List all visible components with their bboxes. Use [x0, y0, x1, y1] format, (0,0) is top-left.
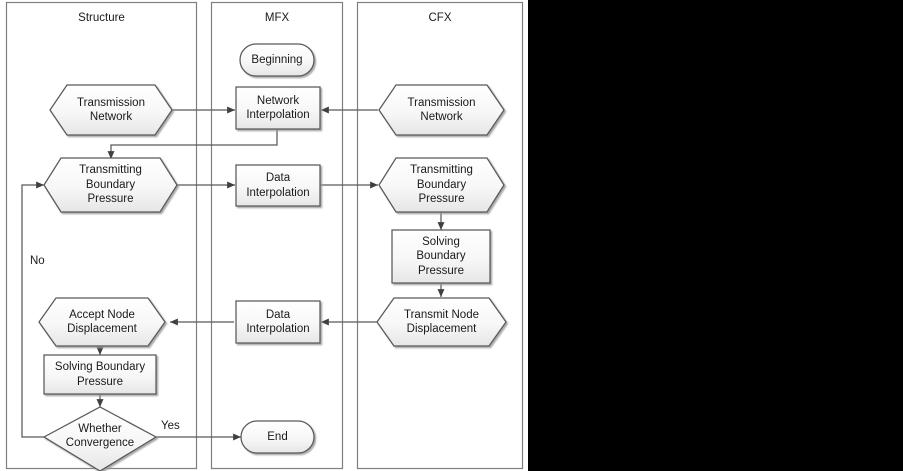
node-struct-solving-boundary-pressure[interactable]: [43, 354, 157, 395]
node-struct-transmission-network[interactable]: [49, 84, 173, 136]
lane-title-cfx: CFX: [428, 12, 452, 24]
node-whether-convergence[interactable]: [42, 406, 158, 471]
node-accept-node-displacement[interactable]: [38, 297, 166, 347]
node-struct-transmitting-boundary-pressure[interactable]: [43, 157, 178, 213]
node-cfx-solving-boundary-pressure[interactable]: [391, 229, 491, 284]
edge-whetherconv-no-to-structtbp: [21, 181, 45, 438]
node-cfx-transmission-network[interactable]: [378, 84, 505, 136]
lane-structure: [5, 1, 198, 470]
edge-label-yes: Yes: [161, 420, 180, 432]
node-beginning[interactable]: [239, 43, 315, 77]
edge-label-no: No: [30, 255, 45, 267]
edge-networkinterp-to-structtbp: [107, 129, 278, 159]
node-end[interactable]: [240, 420, 315, 454]
lane-title-structure: Structure: [78, 12, 125, 24]
node-cfx-transmitting-boundary-pressure[interactable]: [378, 157, 505, 213]
node-network-interpolation[interactable]: [235, 86, 321, 130]
lane-mfx: [210, 1, 344, 470]
node-data-interpolation-1[interactable]: [235, 164, 321, 207]
node-transmit-node-displacement[interactable]: [376, 297, 507, 347]
node-data-interpolation-2[interactable]: [235, 300, 321, 344]
lane-title-mfx: MFX: [264, 12, 290, 24]
